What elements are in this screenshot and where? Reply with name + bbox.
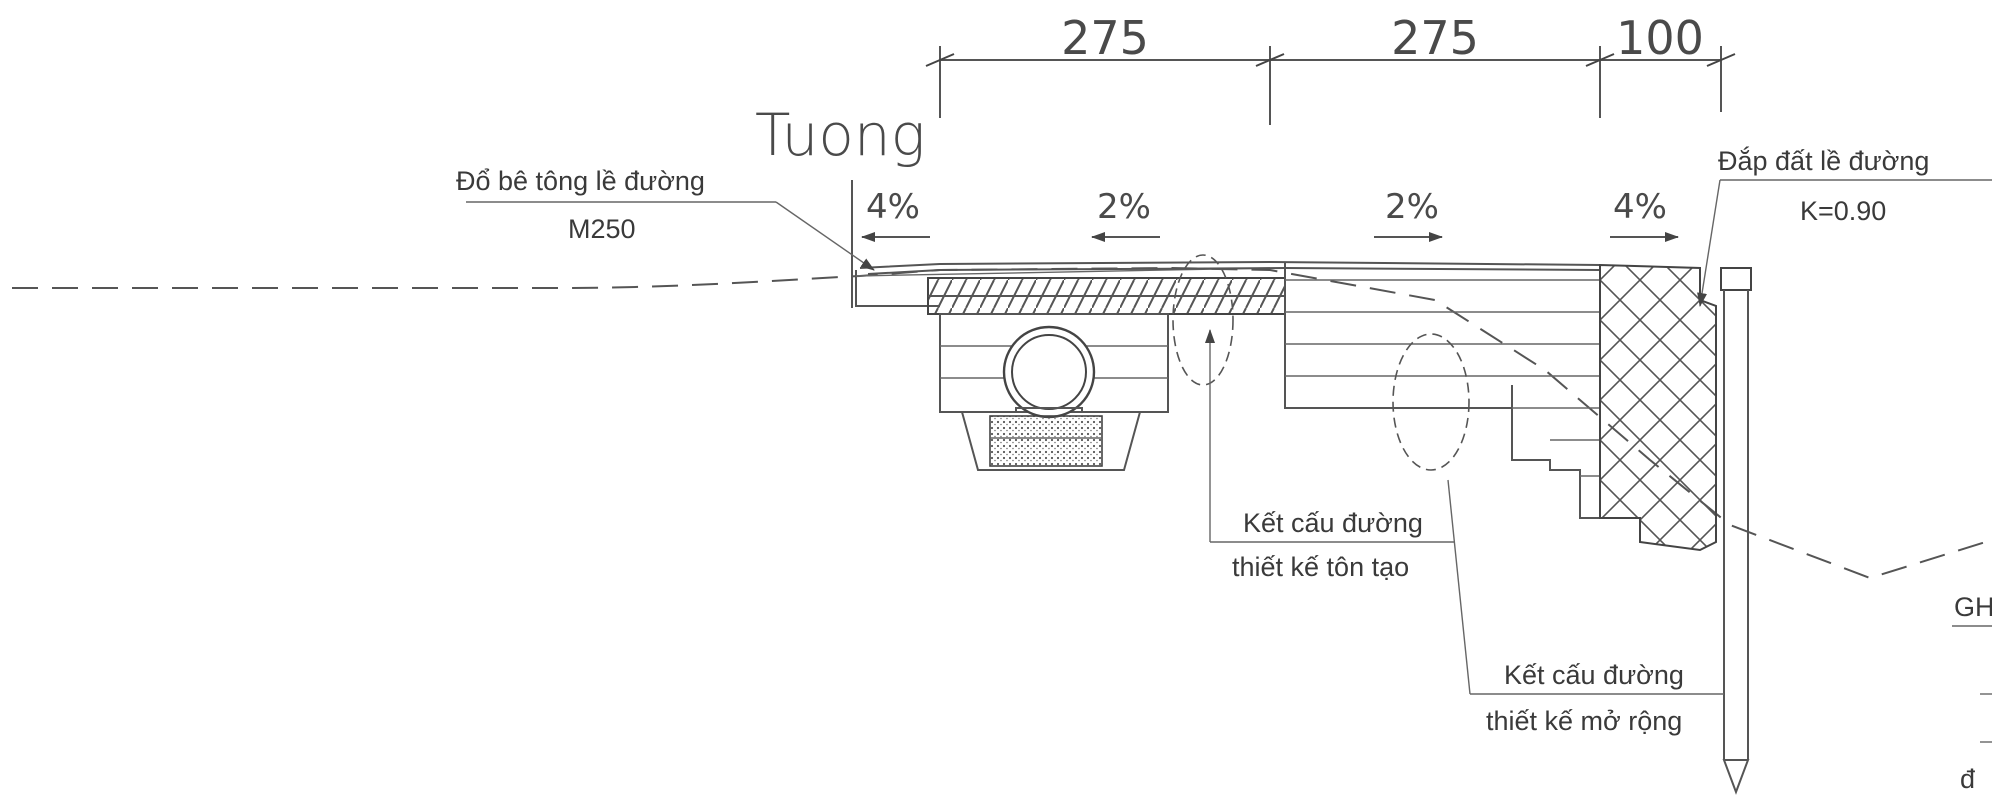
dimension-275-left: 275 [1061, 11, 1149, 65]
widening-structure [1284, 262, 1601, 519]
widening-ellipse [1392, 333, 1470, 471]
culvert-block [939, 313, 1169, 471]
dimension-lines [925, 46, 1736, 125]
partial-note-gh: GH [1954, 592, 1992, 622]
right-stake [1720, 267, 1752, 795]
concrete-note-line1: Đổ bê tông lề đường [456, 166, 705, 196]
fill-note-line2: K=0.90 [1800, 196, 1886, 226]
slope-label-4: 4% [1613, 187, 1667, 227]
dimension-275-right: 275 [1391, 11, 1479, 65]
slope-label-3: 2% [1385, 187, 1439, 227]
shoulder-fill [1599, 263, 1717, 552]
design-note-line1: Kết cấu đường [1243, 508, 1423, 538]
dimension-100: 100 [1616, 11, 1704, 65]
tuong-label: Tuong [755, 101, 925, 169]
partial-note-d: đ [1960, 764, 1975, 794]
existing-ground-line [12, 266, 1992, 580]
expand-note-line2: thiết kế mở rộng [1486, 706, 1682, 736]
pavement-structure [859, 260, 1601, 315]
fill-note-line1: Đắp đất lề đường [1718, 145, 1929, 176]
leader-lines [466, 179, 1992, 695]
expand-note-line1: Kết cấu đường [1504, 660, 1684, 690]
joint-ellipse [1172, 254, 1234, 386]
design-note-line2: thiết kế tôn tạo [1232, 552, 1409, 582]
slope-label-1: 4% [866, 187, 920, 227]
concrete-note-line2: M250 [568, 214, 636, 244]
slope-label-2: 2% [1097, 187, 1151, 227]
